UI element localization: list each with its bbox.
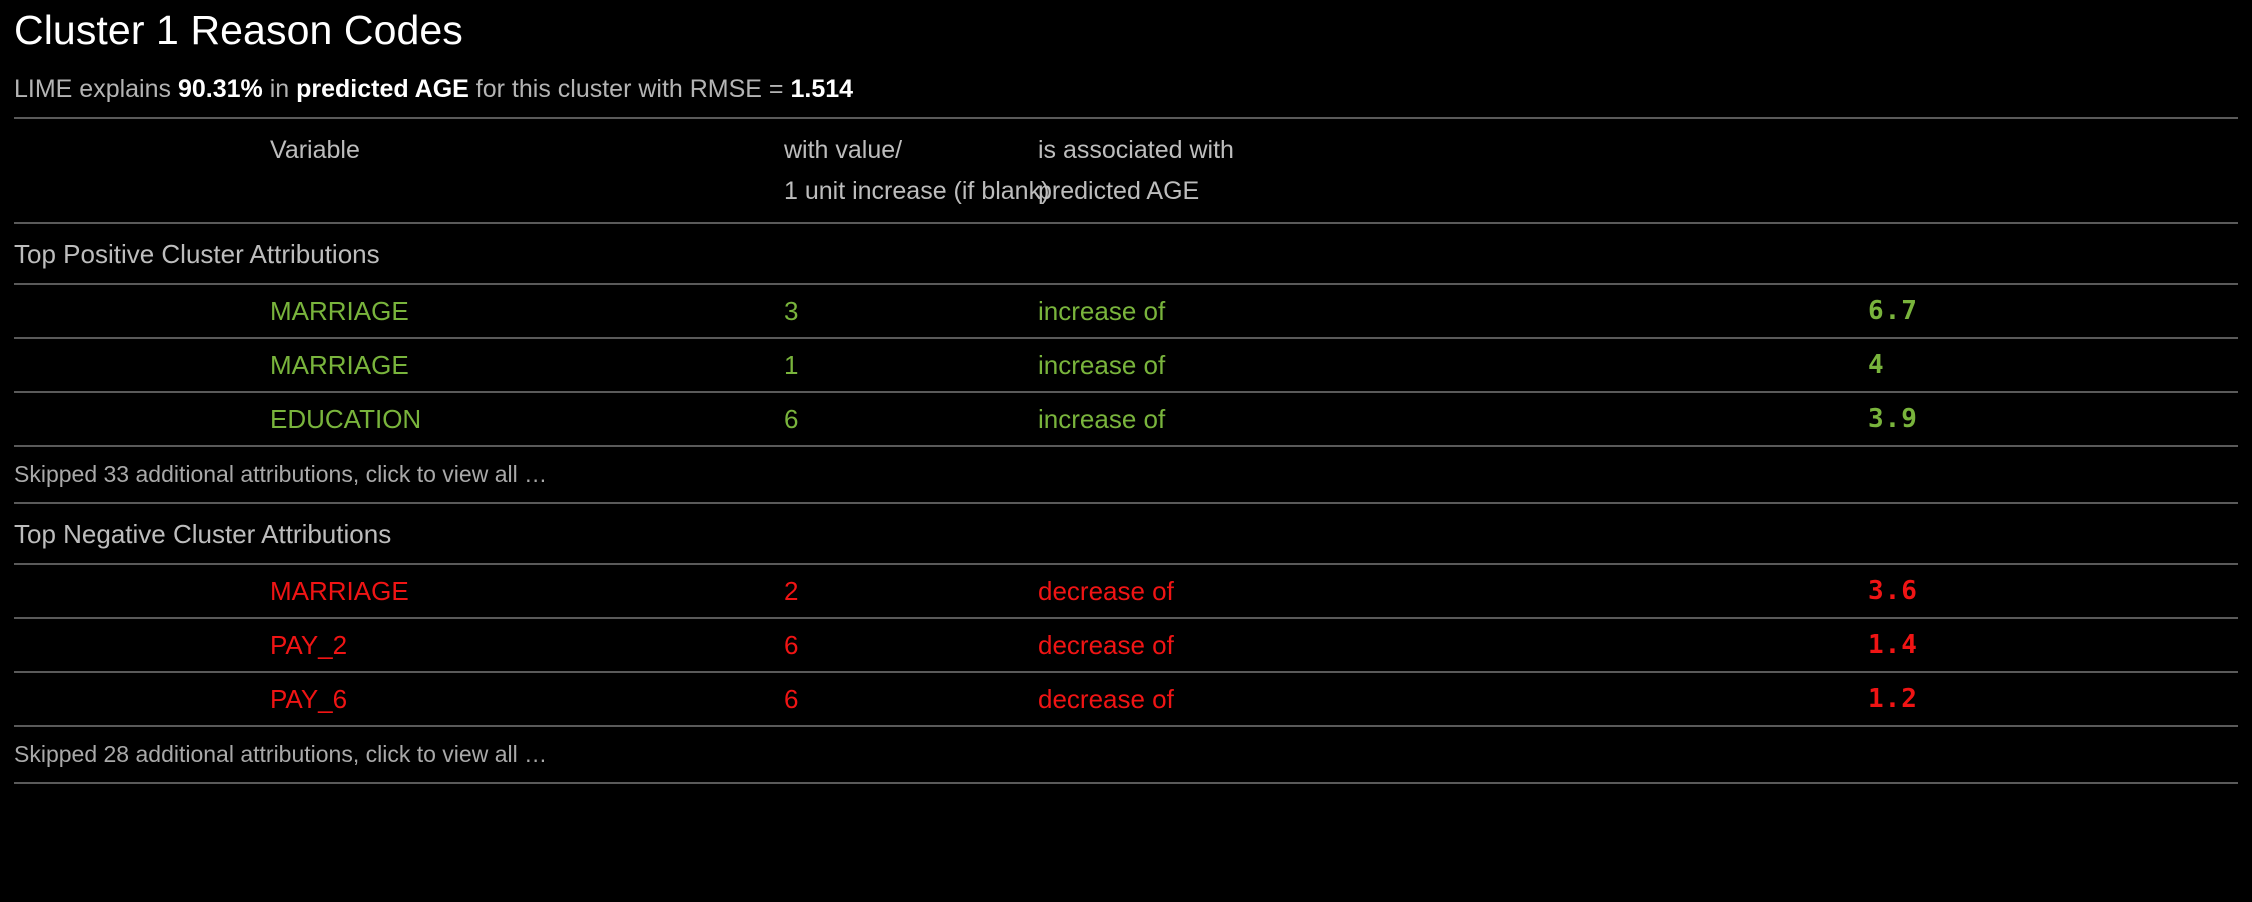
cell-variable: EDUCATION <box>270 392 784 447</box>
column-header-value: with value/ 1 unit increase (if blank) <box>784 117 1050 224</box>
column-header-variable-label: Variable <box>270 136 360 164</box>
cell-value: 1 <box>784 338 1038 393</box>
cell-value: 6 <box>784 392 1038 447</box>
page-title: Cluster 1 Reason Codes <box>14 7 463 53</box>
column-header-value-line2: 1 unit increase (if blank) <box>784 177 1050 205</box>
skipped-attributions-row-negative[interactable]: Skipped 28 additional attributions, clic… <box>14 726 2238 784</box>
skipped-attributions-row-positive[interactable]: Skipped 33 additional attributions, clic… <box>14 446 2238 504</box>
cell-amount: 6.7 <box>1868 284 2238 339</box>
cell-variable: MARRIAGE <box>270 284 784 339</box>
table-row[interactable]: EDUCATION 6 increase of 3.9 <box>14 392 2238 447</box>
summary-text-lead: LIME explains <box>14 75 178 103</box>
section-title-negative: Top Negative Cluster Attributions <box>14 503 2238 565</box>
cell-value: 6 <box>784 618 1038 673</box>
column-header-association-line1: is associated with <box>1038 136 1234 164</box>
column-header-value-line1: with value/ <box>784 136 903 164</box>
cell-amount: 3.6 <box>1868 564 2238 619</box>
rmse-value: 1.514 <box>790 75 854 103</box>
row-indent-cell <box>14 672 270 727</box>
row-indent-cell <box>14 618 270 673</box>
prediction-target: predicted AGE <box>296 75 469 103</box>
table-row[interactable]: MARRIAGE 2 decrease of 3.6 <box>14 564 2238 619</box>
cell-association: increase of <box>1038 284 1868 339</box>
section-title-positive: Top Positive Cluster Attributions <box>14 223 2238 285</box>
cell-value: 2 <box>784 564 1038 619</box>
cell-variable: PAY_6 <box>270 672 784 727</box>
table-row[interactable]: MARRIAGE 3 increase of 6.7 <box>14 284 2238 339</box>
cell-association: increase of <box>1038 338 1868 393</box>
column-header-association: is associated with predicted AGE <box>1038 117 1868 224</box>
cell-amount: 4 <box>1868 338 2238 393</box>
summary-text-tail: for this cluster with RMSE = <box>468 75 791 103</box>
table-row[interactable]: PAY_2 6 decrease of 1.4 <box>14 618 2238 673</box>
explained-percent: 90.31% <box>177 75 263 103</box>
cell-association: decrease of <box>1038 672 1868 727</box>
cell-value: 3 <box>784 284 1038 339</box>
row-indent-cell <box>14 392 270 447</box>
header-indent-cell <box>14 117 270 224</box>
cell-variable: PAY_2 <box>270 618 784 673</box>
skipped-attributions-link-positive[interactable]: Skipped 33 additional attributions, clic… <box>14 446 2238 504</box>
section-header-positive: Top Positive Cluster Attributions <box>14 223 2238 285</box>
cell-amount: 1.2 <box>1868 672 2238 727</box>
explanation-summary: LIME explains 90.31% in predicted AGE fo… <box>14 54 2238 117</box>
cell-amount: 3.9 <box>1868 392 2238 447</box>
column-header-variable: Variable <box>270 117 784 224</box>
skipped-attributions-link-negative[interactable]: Skipped 28 additional attributions, clic… <box>14 726 2238 784</box>
cell-association: decrease of <box>1038 618 1868 673</box>
cell-value: 6 <box>784 672 1038 727</box>
row-indent-cell <box>14 284 270 339</box>
summary-text-mid: in <box>262 75 297 103</box>
cell-amount: 1.4 <box>1868 618 2238 673</box>
cell-association: decrease of <box>1038 564 1868 619</box>
cell-association: increase of <box>1038 392 1868 447</box>
section-header-negative: Top Negative Cluster Attributions <box>14 503 2238 565</box>
table-header-row: Variable with value/ 1 unit increase (if… <box>14 117 2238 224</box>
cell-variable: MARRIAGE <box>270 564 784 619</box>
row-indent-cell <box>14 564 270 619</box>
column-header-amount <box>1868 117 2238 224</box>
column-header-association-line2: predicted AGE <box>1038 177 1200 205</box>
row-indent-cell <box>14 338 270 393</box>
reason-codes-table: Variable with value/ 1 unit increase (if… <box>14 117 2238 784</box>
cell-variable: MARRIAGE <box>270 338 784 393</box>
table-row[interactable]: MARRIAGE 1 increase of 4 <box>14 338 2238 393</box>
table-row[interactable]: PAY_6 6 decrease of 1.2 <box>14 672 2238 727</box>
